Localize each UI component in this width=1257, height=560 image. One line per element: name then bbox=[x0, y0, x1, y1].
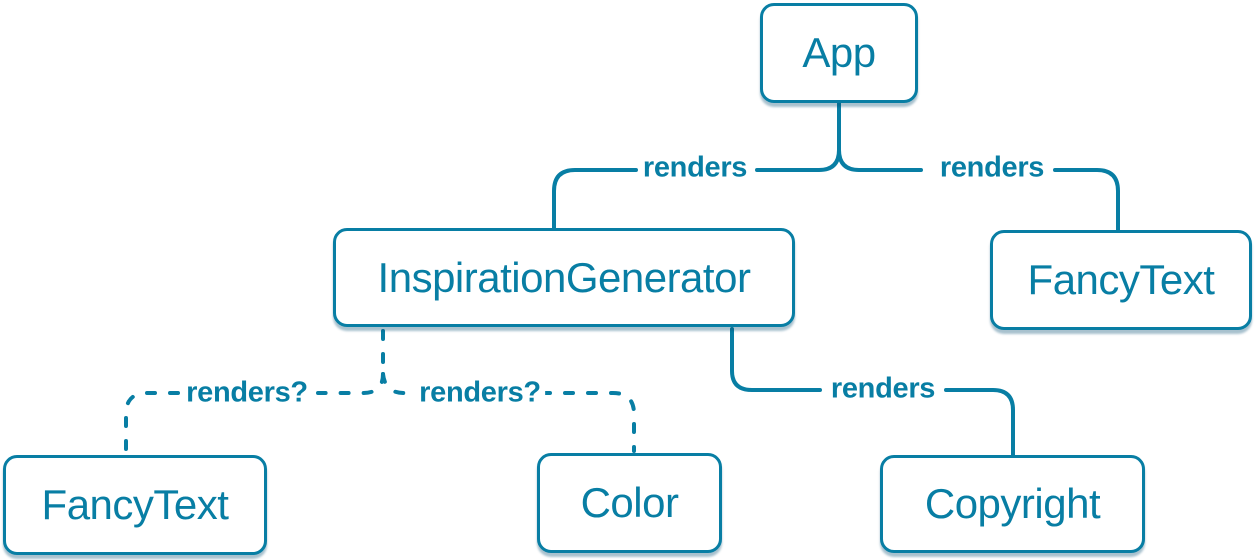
edge-label-renders-copyright: renders bbox=[826, 372, 940, 406]
edge-label-renders-left: renders bbox=[638, 151, 752, 185]
node-label: Color bbox=[580, 479, 679, 526]
edge-app-fancytext bbox=[837, 148, 1120, 232]
edge-label-renders-right: renders bbox=[935, 151, 1049, 185]
node-fancy-text-top: FancyText bbox=[990, 230, 1252, 330]
node-label: InspirationGenerator bbox=[377, 253, 751, 301]
node-label: FancyText bbox=[41, 481, 229, 528]
node-inspiration-generator: InspirationGenerator bbox=[333, 228, 795, 327]
node-app: App bbox=[760, 3, 918, 103]
edge-inspirationgenerator-color bbox=[381, 372, 636, 453]
edge-label-renders-question-right: renders? bbox=[415, 376, 545, 410]
node-label: Copyright bbox=[924, 480, 1101, 527]
edge-label-renders-question-left: renders? bbox=[182, 376, 312, 410]
node-copyright: Copyright bbox=[880, 455, 1145, 553]
node-label: App bbox=[802, 29, 876, 76]
node-color: Color bbox=[537, 453, 722, 553]
edge-inspirationgenerator-copyright bbox=[730, 327, 1015, 457]
node-fancy-text-bottom: FancyText bbox=[3, 455, 267, 555]
node-label: FancyText bbox=[1027, 256, 1215, 303]
